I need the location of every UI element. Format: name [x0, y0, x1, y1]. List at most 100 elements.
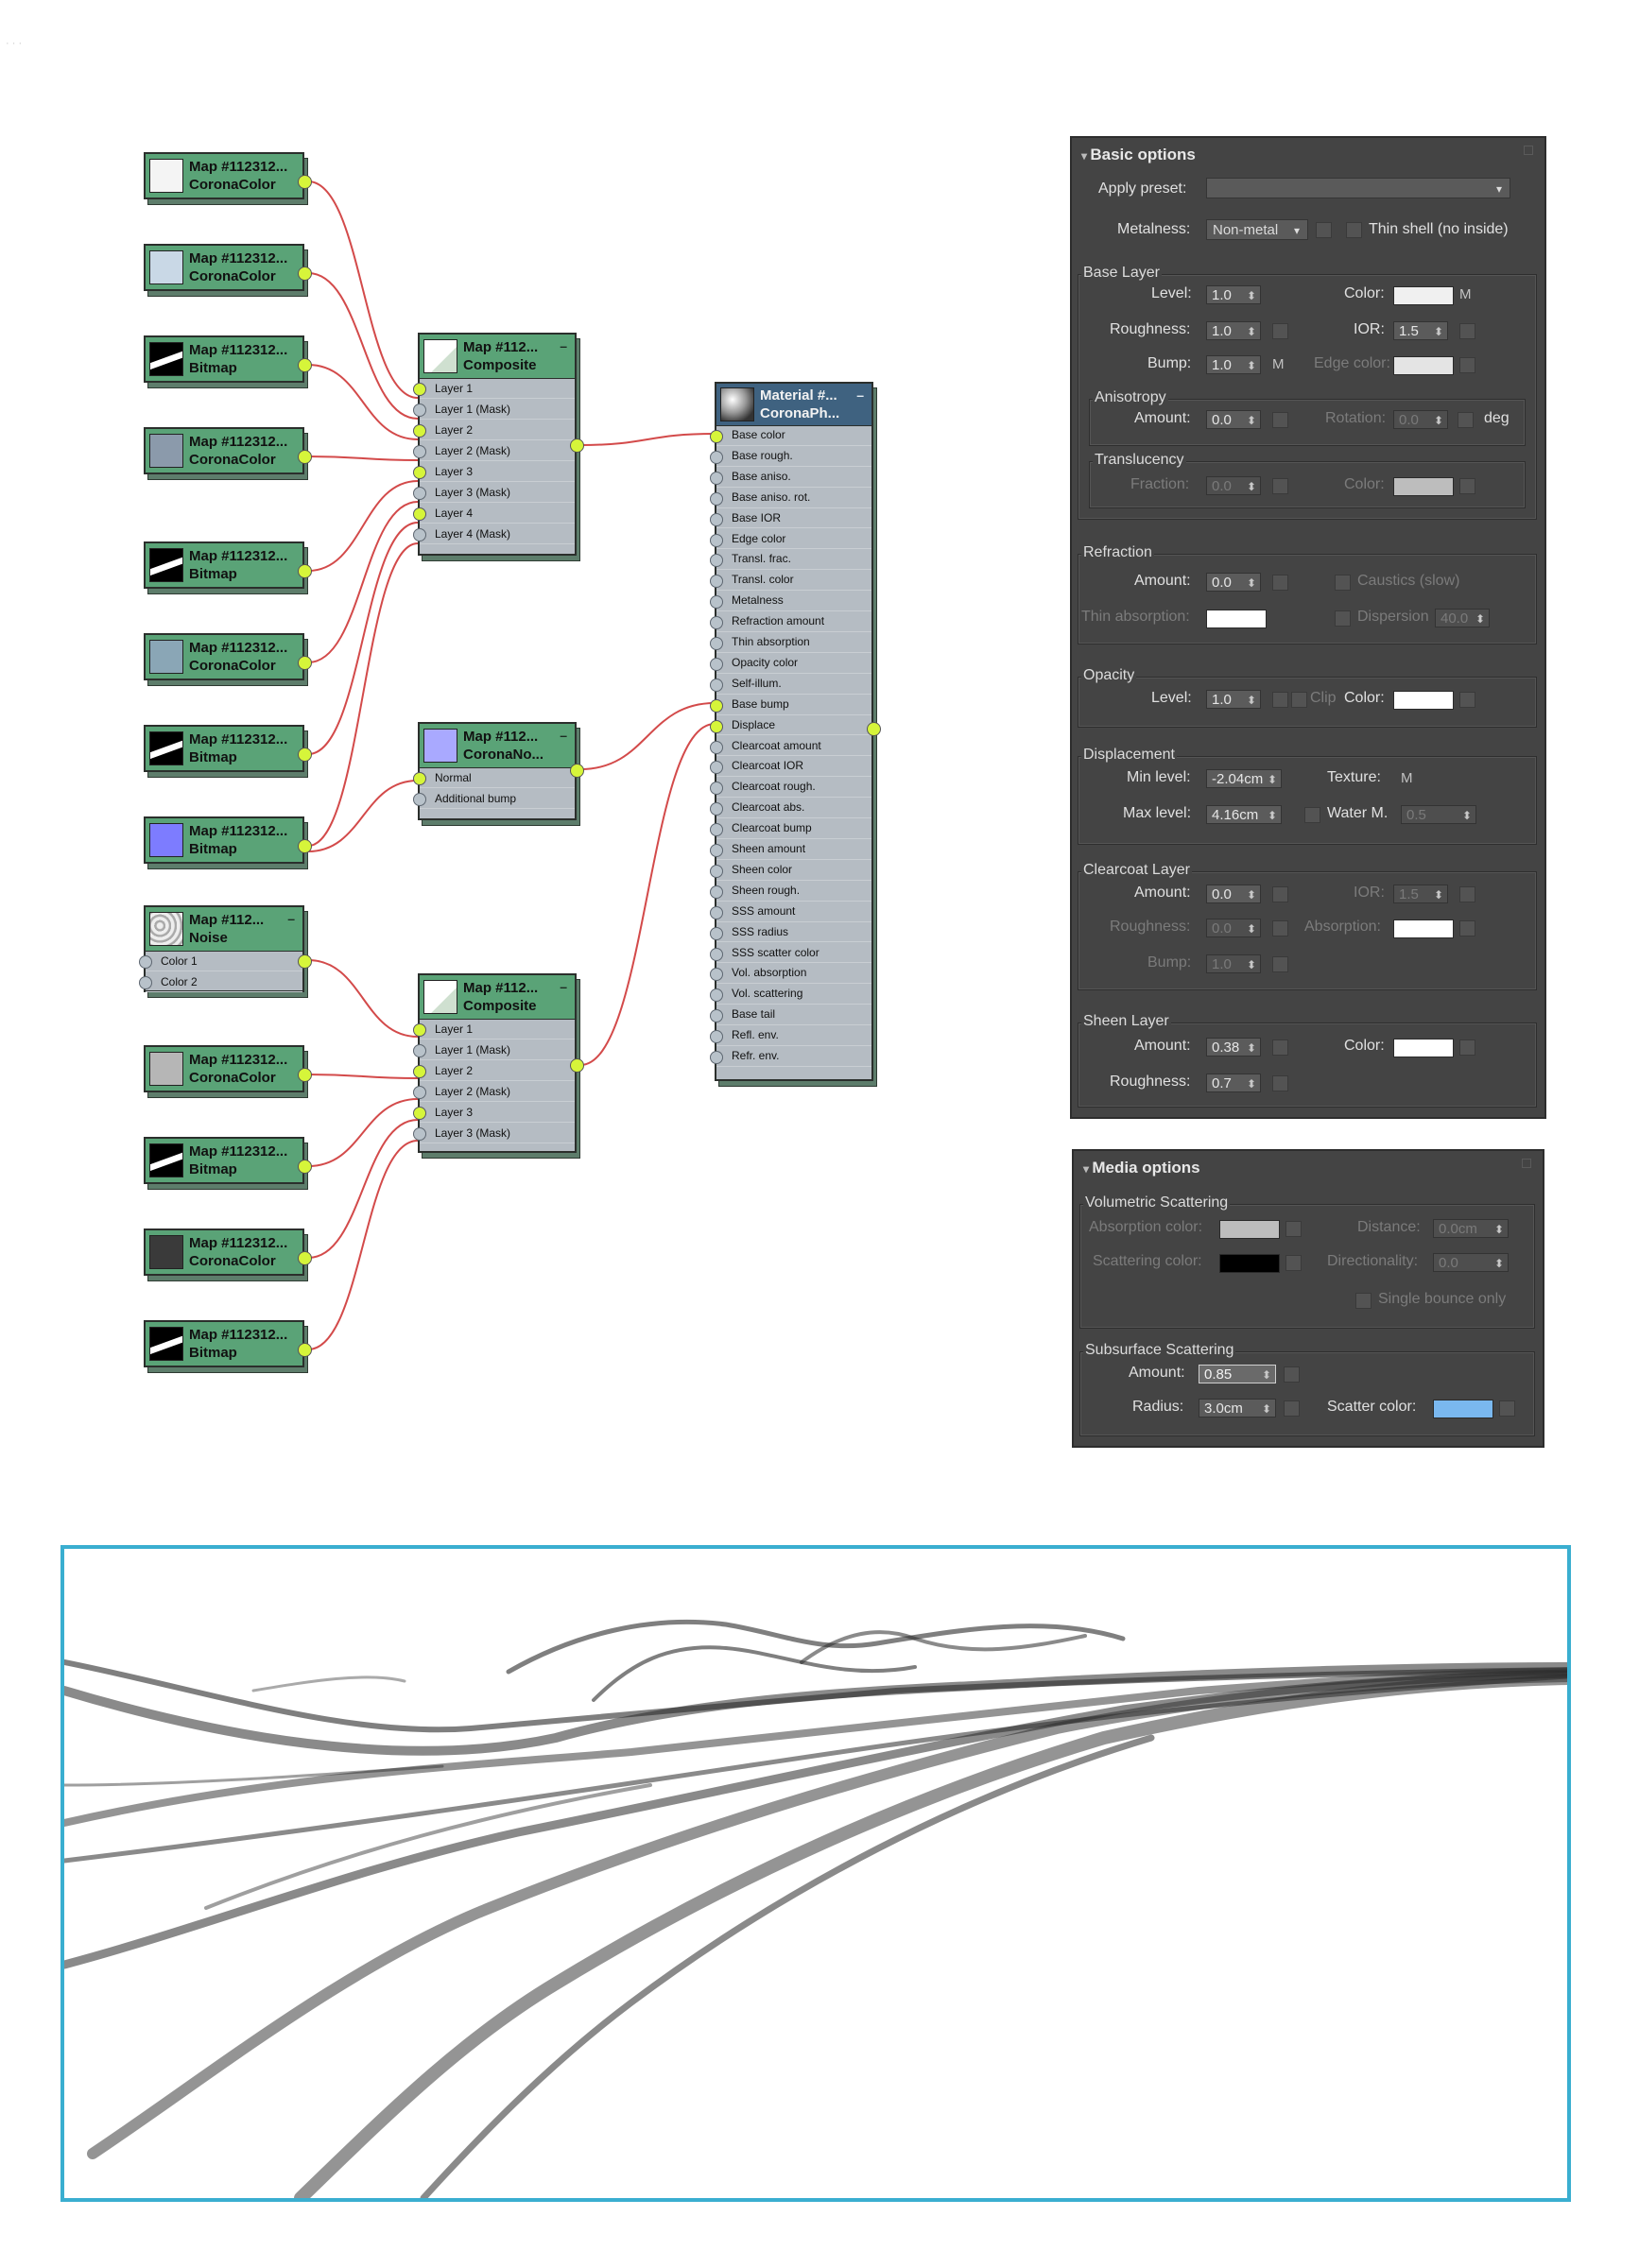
input-slot[interactable]: Layer 2 (Mask)	[413, 1081, 575, 1102]
input-socket[interactable]	[710, 988, 723, 1003]
input-slot[interactable]: Thin absorption	[710, 632, 871, 653]
input-socket[interactable]	[710, 885, 723, 899]
clearcoat-ior-spinner[interactable]: 1.5	[1393, 885, 1448, 904]
ior-map-toggle[interactable]	[1459, 323, 1475, 339]
scatter-color-swatch[interactable]	[1433, 1400, 1493, 1418]
node-header[interactable]: Map #112...Noise–	[146, 907, 302, 952]
collapse-icon[interactable]: –	[560, 979, 567, 994]
collapse-icon[interactable]: –	[287, 911, 295, 926]
scattering-color-swatch[interactable]	[1219, 1254, 1280, 1273]
input-socket[interactable]	[710, 926, 723, 940]
fraction-spinner[interactable]: 0.0	[1206, 476, 1261, 496]
base-color-swatch[interactable]	[1393, 286, 1454, 305]
map-node-m4[interactable]: Map #112312...CoronaColor	[144, 427, 312, 480]
input-slot[interactable]: Layer 1 (Mask)	[413, 1040, 575, 1060]
input-socket[interactable]	[710, 595, 723, 610]
node-header[interactable]: Map #112312...Bitmap	[146, 337, 302, 382]
clearcoat-bump-map-toggle[interactable]	[1272, 956, 1288, 972]
input-socket[interactable]	[710, 844, 723, 857]
transl-color-swatch[interactable]	[1393, 477, 1454, 496]
output-socket[interactable]	[298, 564, 312, 578]
input-slot[interactable]: Transl. color	[710, 570, 871, 592]
clip-checkbox[interactable]	[1291, 692, 1307, 708]
input-slot[interactable]: Vol. scattering	[710, 984, 871, 1005]
output-socket[interactable]	[298, 1343, 312, 1357]
sheen-color-swatch[interactable]	[1393, 1039, 1454, 1057]
input-socket[interactable]	[710, 471, 723, 485]
input-slot[interactable]: Clearcoat IOR	[710, 756, 871, 778]
input-socket[interactable]	[139, 955, 152, 969]
node-header[interactable]: Map #112312...Bitmap	[146, 1139, 302, 1183]
input-socket[interactable]	[710, 616, 723, 630]
input-socket[interactable]	[710, 740, 723, 754]
input-slot[interactable]: Layer 4	[413, 503, 575, 524]
caustics-checkbox[interactable]	[1335, 575, 1351, 591]
input-slot[interactable]: Layer 1	[413, 378, 575, 399]
scatter-color-map-toggle[interactable]	[1499, 1400, 1515, 1417]
input-socket[interactable]	[413, 1086, 426, 1099]
input-socket[interactable]	[413, 1044, 426, 1057]
input-slot[interactable]: Metalness	[710, 591, 871, 612]
node-header[interactable]: Map #112312...Bitmap	[146, 727, 302, 771]
node-header[interactable]: Map #112...CoronaNo...–	[420, 724, 575, 768]
input-slot[interactable]: Edge color	[710, 529, 871, 550]
output-socket[interactable]	[298, 954, 312, 969]
input-socket[interactable]	[710, 802, 723, 816]
output-socket[interactable]	[298, 266, 312, 281]
input-slot[interactable]: Normal	[413, 767, 575, 788]
output-socket[interactable]	[867, 722, 881, 736]
water-level-spinner[interactable]: 0.5	[1401, 805, 1476, 825]
fraction-map-toggle[interactable]	[1272, 478, 1288, 494]
clearcoat-bump-spinner[interactable]: 1.0	[1206, 954, 1261, 974]
metalness-map-toggle[interactable]	[1316, 222, 1332, 238]
thin-absorption-swatch[interactable]	[1206, 610, 1267, 628]
output-socket[interactable]	[570, 764, 584, 778]
max-level-spinner[interactable]: 4.16cm	[1206, 805, 1282, 825]
input-slot[interactable]: Base aniso.	[710, 467, 871, 488]
input-socket[interactable]	[413, 507, 426, 521]
input-slot[interactable]: SSS scatter color	[710, 943, 871, 964]
output-socket[interactable]	[570, 1058, 584, 1073]
input-socket[interactable]	[710, 533, 723, 547]
input-socket[interactable]	[413, 1127, 426, 1141]
sheen-color-map-toggle[interactable]	[1459, 1040, 1475, 1056]
input-slot[interactable]: Refl. env.	[710, 1025, 871, 1046]
input-slot[interactable]: Clearcoat amount	[710, 736, 871, 757]
node-header[interactable]: Map #112312...CoronaColor	[146, 635, 302, 679]
sheen-roughness-spinner[interactable]: 0.7	[1206, 1074, 1261, 1093]
input-slot[interactable]: Vol. absorption	[710, 963, 871, 985]
map-node-m10[interactable]: Map #112312...CoronaColor	[144, 1045, 312, 1098]
input-socket[interactable]	[710, 450, 723, 464]
input-socket[interactable]	[413, 1065, 426, 1078]
output-socket[interactable]	[298, 450, 312, 464]
map-node-m7[interactable]: Map #112312...Bitmap	[144, 725, 312, 778]
input-slot[interactable]: Layer 1 (Mask)	[413, 399, 575, 420]
input-socket[interactable]	[710, 575, 723, 589]
output-socket[interactable]	[298, 1068, 312, 1082]
node-header[interactable]: Map #112...Composite–	[420, 335, 575, 379]
roughness-map-toggle[interactable]	[1272, 323, 1288, 339]
map-node-m5[interactable]: Map #112312...Bitmap	[144, 541, 312, 594]
input-socket[interactable]	[710, 761, 723, 775]
input-slot[interactable]: Layer 3 (Mask)	[413, 482, 575, 503]
input-slot[interactable]: SSS amount	[710, 902, 871, 922]
opacity-color-map-toggle[interactable]	[1459, 692, 1475, 708]
input-socket[interactable]	[710, 678, 723, 692]
roughness-spinner[interactable]: 1.0	[1206, 321, 1261, 341]
input-socket[interactable]	[413, 466, 426, 479]
refraction-amount-spinner[interactable]: 0.0	[1206, 573, 1261, 593]
input-slot[interactable]: Sheen amount	[710, 839, 871, 860]
input-slot[interactable]: Refr. env.	[710, 1046, 871, 1067]
input-socket[interactable]	[710, 905, 723, 919]
thin-shell-checkbox[interactable]	[1346, 222, 1362, 238]
input-slot[interactable]: Color 1	[139, 951, 302, 971]
input-slot[interactable]: Base IOR	[710, 508, 871, 529]
input-slot[interactable]: Self-illum.	[710, 674, 871, 695]
node-header[interactable]: Map #112312...CoronaColor	[146, 1230, 302, 1275]
input-slot[interactable]: Refraction amount	[710, 611, 871, 632]
dispersion-checkbox[interactable]	[1335, 610, 1351, 627]
base-color-map-button[interactable]: M	[1459, 286, 1472, 302]
map-node-m12[interactable]: Map #112312...CoronaColor	[144, 1228, 312, 1281]
